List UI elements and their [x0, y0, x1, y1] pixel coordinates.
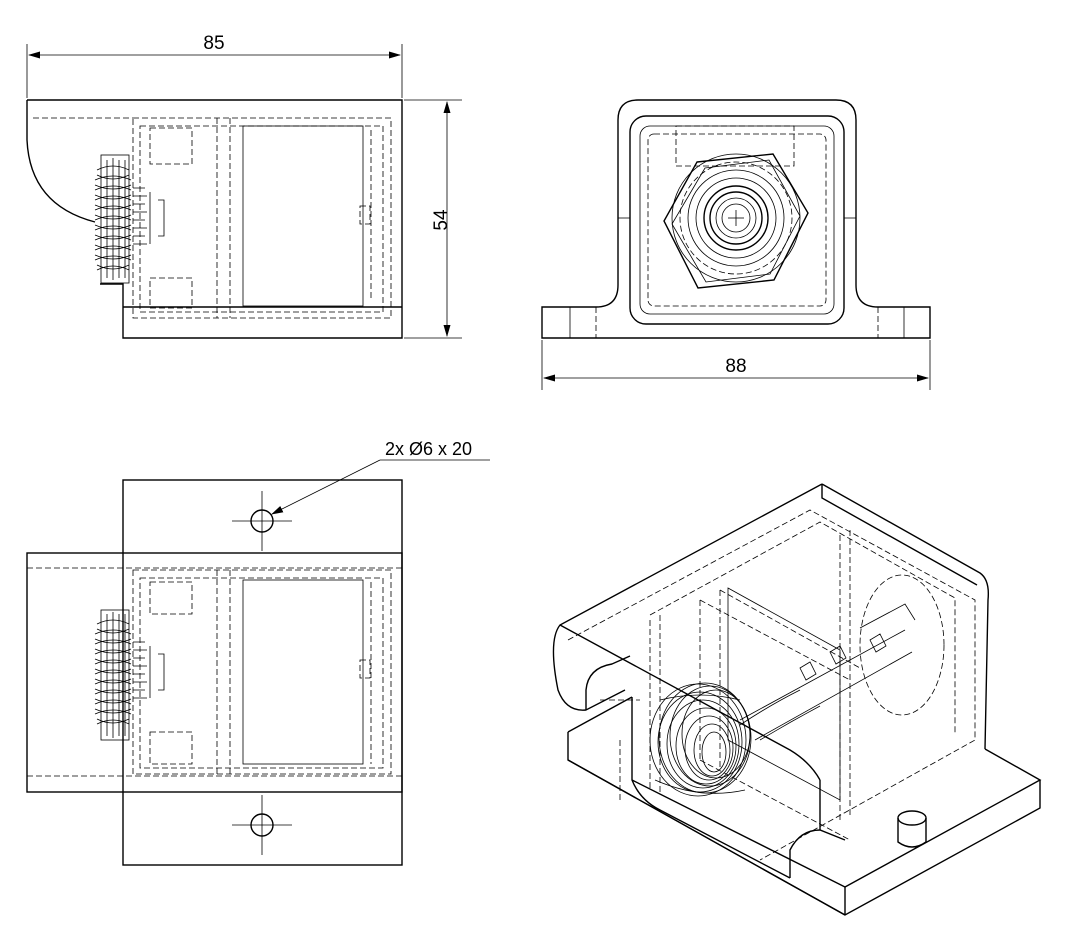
top-view	[26, 479, 403, 866]
dimension-85-label: 85	[203, 33, 224, 54]
mounting-hole-bottom	[232, 795, 292, 855]
dimension-88: 88	[541, 340, 931, 390]
front-view	[26, 99, 403, 339]
side-view	[541, 99, 931, 339]
hole-callout: 2x Ø6 x 20	[271, 439, 490, 515]
hole-callout-label: 2x Ø6 x 20	[385, 439, 472, 459]
dimension-85: 85	[26, 33, 403, 98]
dimension-88-label: 88	[725, 356, 746, 377]
dimension-54: 54	[404, 99, 462, 339]
isometric-view	[552, 483, 1042, 916]
dimension-54-label: 54	[431, 209, 452, 231]
mounting-hole-top	[232, 491, 292, 551]
